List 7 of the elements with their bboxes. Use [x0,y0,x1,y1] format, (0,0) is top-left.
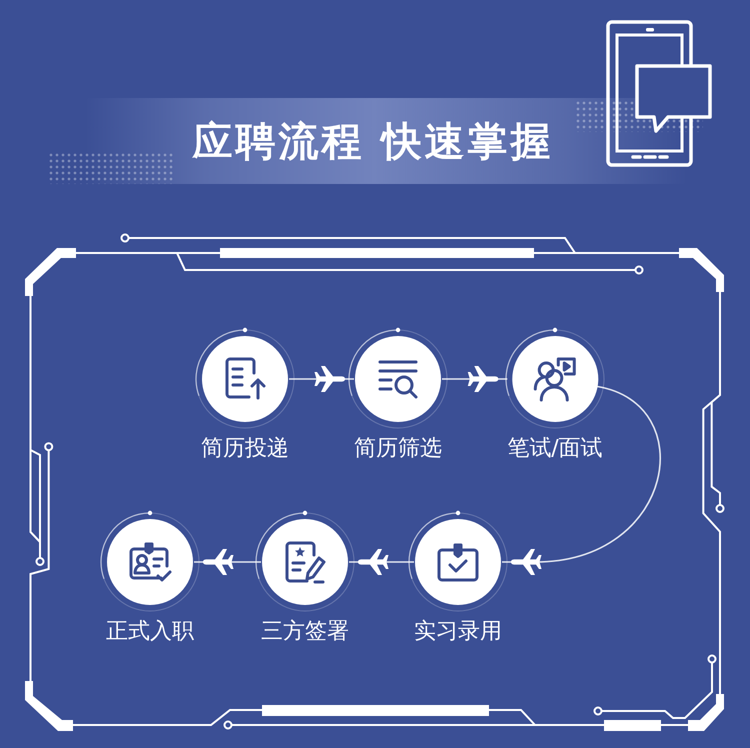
step-label: 简历筛选 [354,436,442,462]
step-label: 简历投递 [201,436,289,462]
title: 应聘流程 快速掌握 [192,118,554,167]
step-label: 三方签署 [261,619,349,645]
step-label: 正式入职 [106,619,194,645]
step-label: 实习录用 [414,619,502,645]
step-label: 笔试/面试 [507,436,603,462]
